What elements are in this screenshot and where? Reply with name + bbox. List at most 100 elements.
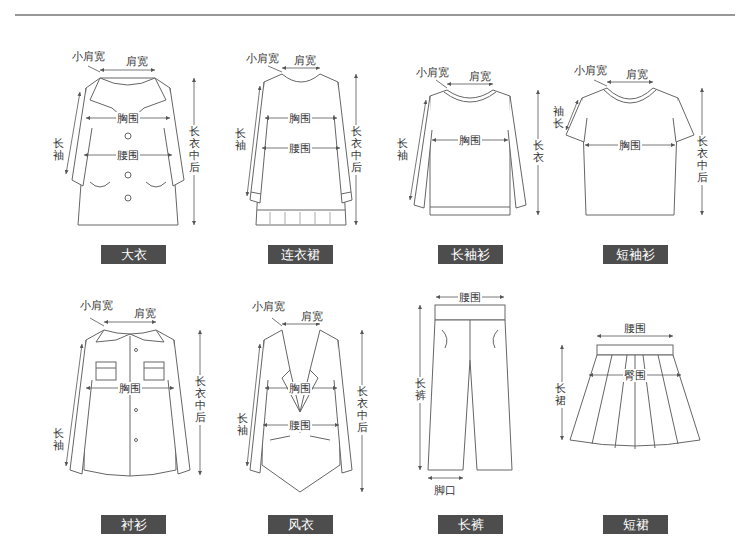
garment-name: 大衣	[121, 247, 147, 262]
measurement-label: 胸围	[118, 382, 142, 395]
dimension-line	[272, 318, 282, 326]
garment-name: 风衣	[288, 517, 314, 532]
measurement-label: 长裤	[415, 377, 426, 403]
measurement-label: 袖长	[553, 105, 564, 131]
measurement-label: 胸围	[288, 112, 312, 125]
coat-drawing	[90, 182, 110, 187]
garment-name-band: 短裙	[603, 515, 668, 534]
measurement-label: 胸围	[116, 112, 140, 125]
dress-drawing	[270, 212, 330, 224]
jacket-drawing	[250, 340, 268, 473]
pants-drawing	[428, 320, 512, 470]
measurement-label: 长衣中后	[357, 385, 368, 435]
dimension-line	[566, 80, 702, 215]
dimension-line	[66, 318, 200, 475]
dimension-line	[410, 100, 426, 200]
measurement-label: 腰围	[623, 322, 647, 335]
measurement-label: 肩宽	[300, 310, 324, 323]
dimension-line	[247, 344, 260, 466]
garment-name: 连衣裙	[281, 247, 320, 262]
measurement-label: 胸围	[458, 134, 482, 147]
dimension-line	[282, 324, 320, 325]
garment-name: 长袖衫	[451, 247, 490, 262]
shirt-drawing	[84, 330, 176, 476]
measurement-label: 小肩宽	[245, 52, 280, 65]
measurement-label: 长衣中后	[697, 135, 708, 185]
measurement-label: 肩宽	[293, 54, 317, 67]
measurement-label: 臀围	[623, 369, 647, 382]
shirt-drawing	[70, 340, 92, 474]
shirt-drawing	[70, 330, 190, 476]
measurement-label: 长袖	[237, 412, 248, 438]
dimension-line	[562, 336, 681, 440]
measurement-label: 小肩宽	[79, 299, 114, 312]
shirt-drawing	[130, 336, 131, 476]
measurement-label: 肩宽	[468, 70, 492, 83]
shirt-drawing	[96, 362, 116, 380]
shirt-drawing	[168, 340, 190, 474]
dimension-line	[597, 336, 673, 337]
measurement-label: 长袖	[53, 427, 64, 453]
measurement-label: 长衣	[533, 139, 544, 165]
long-sleeve-drawing	[430, 90, 510, 215]
measurement-label: 胸围	[288, 382, 312, 395]
dimension-line	[66, 92, 80, 174]
dimension-line	[607, 82, 653, 83]
short-sleeve-drawing	[566, 98, 587, 142]
dimension-line	[90, 318, 104, 326]
dress-drawing	[334, 82, 352, 203]
measurement-label: 肩宽	[625, 68, 649, 81]
dimension-line	[420, 297, 504, 478]
garment-name: 长裤	[458, 517, 484, 532]
dress-drawing	[250, 74, 352, 225]
dimension-line	[88, 66, 100, 72]
short-sleeve-drawing	[582, 88, 678, 215]
pants-drawing	[442, 320, 498, 360]
dimension-line	[410, 80, 538, 215]
garment-name-band: 大衣	[101, 245, 166, 264]
pants-drawing	[428, 305, 512, 470]
top-rule	[15, 15, 735, 16]
measurement-label: 小肩宽	[415, 66, 450, 79]
coat-drawing	[72, 88, 92, 186]
measurement-label: 腰围	[288, 419, 312, 432]
shirt-drawing	[135, 409, 138, 412]
measurement-label: 小肩宽	[71, 50, 106, 63]
coat-drawing	[125, 172, 131, 178]
measurement-label: 腰围	[116, 149, 140, 162]
measurement-label: 腰围	[288, 142, 312, 155]
dress-drawing	[256, 74, 346, 225]
coat-drawing	[72, 78, 184, 225]
long-sleeve-drawing	[414, 90, 526, 215]
skirt-drawing	[592, 355, 678, 449]
garment-name-band: 连衣裙	[268, 245, 333, 264]
shirt-drawing	[135, 439, 138, 442]
measurement-label: 长裙	[555, 382, 566, 408]
garment-name: 衬衫	[121, 517, 147, 532]
long-sleeve-drawing	[508, 96, 526, 208]
jacket-drawing	[250, 330, 352, 492]
coat-drawing	[125, 195, 131, 201]
dimension-line	[66, 66, 194, 225]
measurement-label: 腰围	[458, 291, 482, 304]
garment-name: 短袖衫	[616, 247, 655, 262]
dimension-line	[100, 70, 155, 71]
short-sleeve-drawing	[673, 98, 694, 142]
measurement-label: 肩宽	[133, 307, 157, 320]
measurement-label: 肩宽	[125, 55, 149, 68]
measurement-label: 长衣中后	[189, 125, 200, 175]
measurement-label: 长衣中后	[195, 375, 206, 425]
shirt-drawing	[135, 349, 138, 352]
garment-name: 短裙	[623, 517, 649, 532]
dimension-line	[66, 344, 82, 466]
dimension-line	[436, 80, 447, 88]
long-sleeve-drawing	[430, 92, 510, 207]
shirt-drawing	[96, 368, 164, 369]
coat-drawing	[164, 88, 184, 186]
dimension-line	[247, 86, 260, 196]
jacket-drawing	[262, 330, 340, 492]
short-sleeve-drawing	[604, 90, 656, 103]
garment-name-band: 长裤	[438, 515, 503, 534]
